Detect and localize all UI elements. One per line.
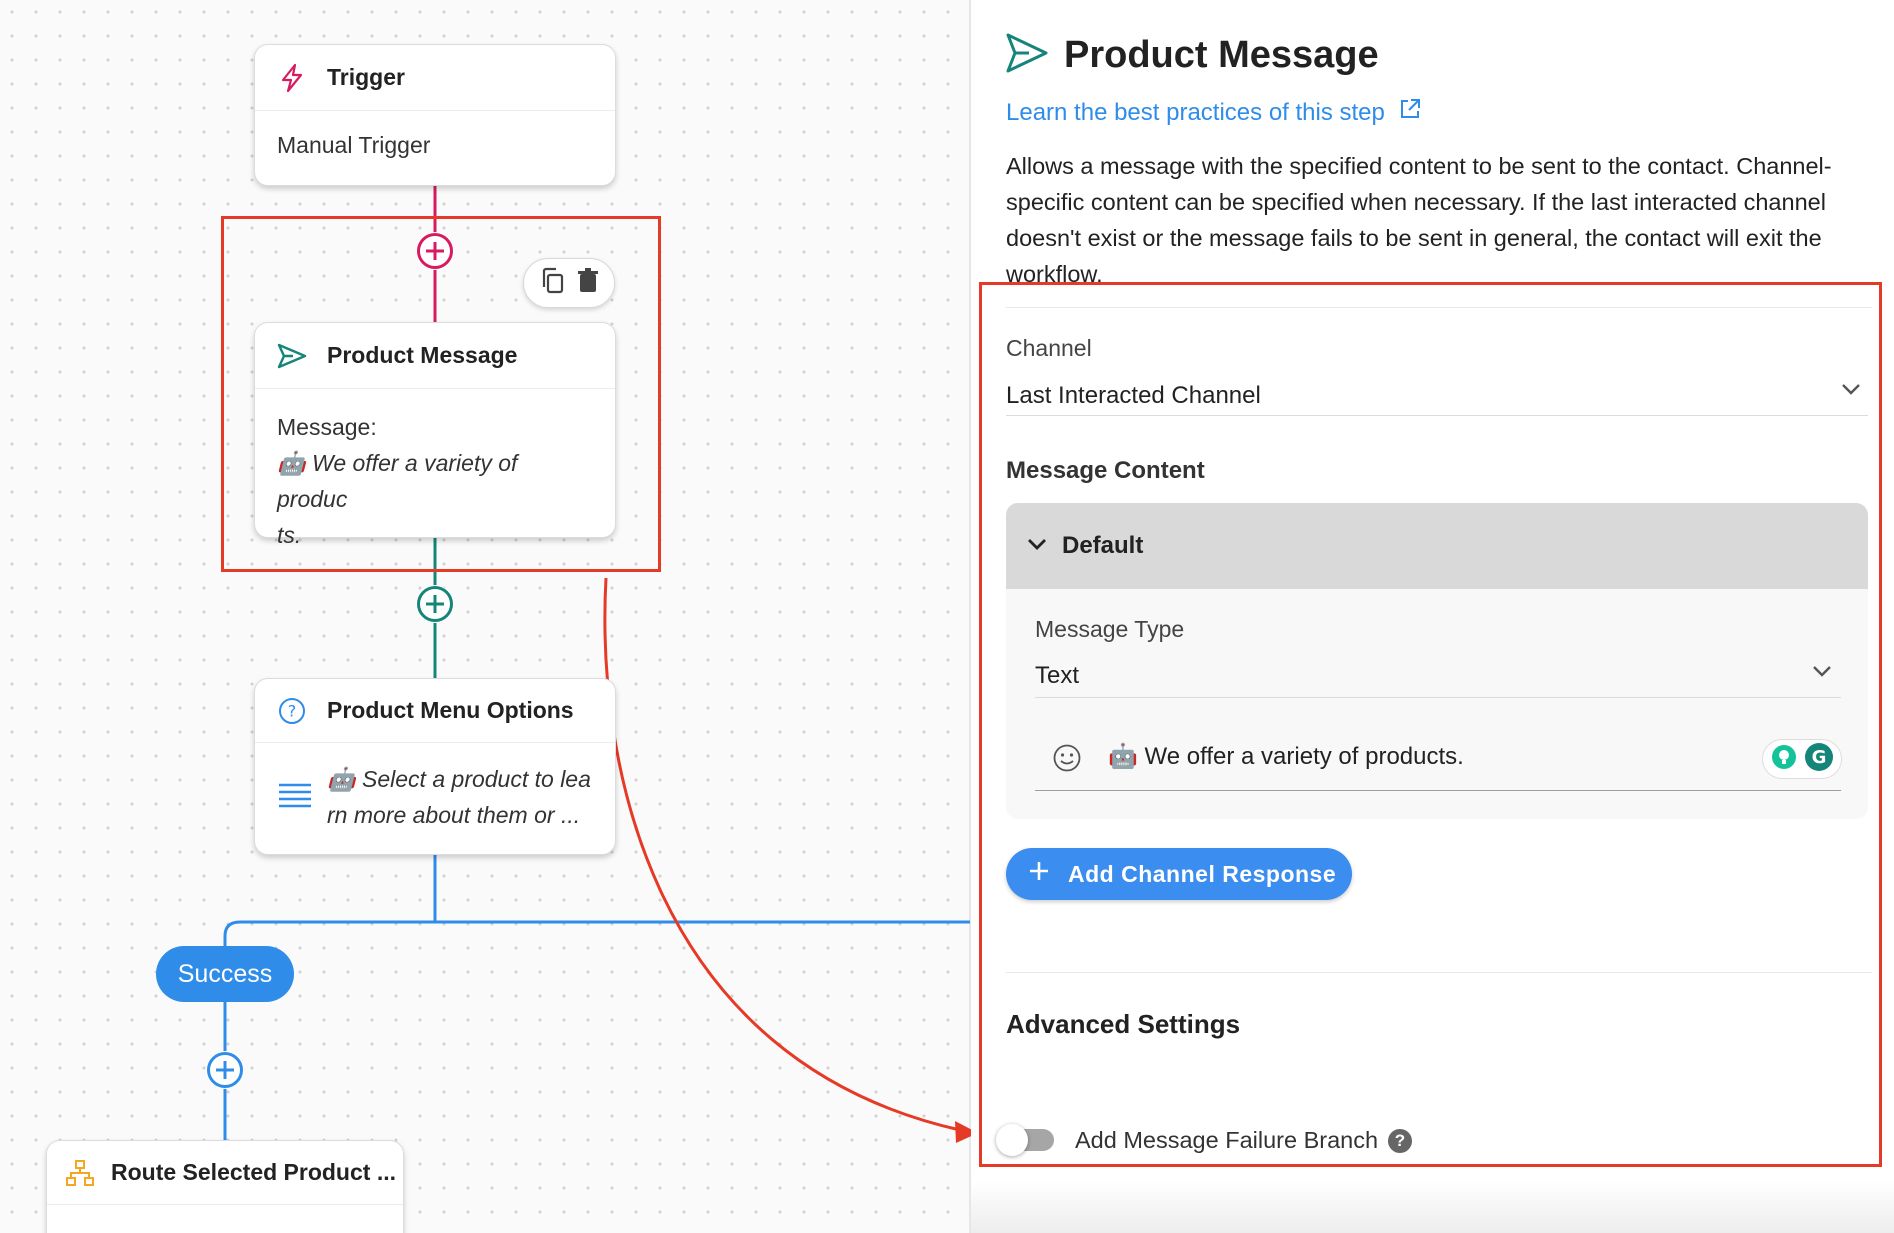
- hierarchy-icon: [63, 1156, 97, 1190]
- chevron-down-icon: [1026, 537, 1048, 556]
- svg-text:?: ?: [288, 701, 297, 720]
- panel-title: Product Message: [1064, 34, 1379, 76]
- grammarly-icon: G: [1804, 742, 1834, 777]
- chevron-down-icon: [1811, 664, 1833, 683]
- add-channel-response-label: Add Channel Response: [1068, 860, 1337, 887]
- message-text: 🤖 We offer a variety of products.: [1108, 743, 1464, 770]
- svg-text:G: G: [1812, 747, 1827, 768]
- channel-label: Channel: [1006, 335, 1092, 361]
- node-body: Manual Trigger: [277, 132, 431, 158]
- grammarly-widget[interactable]: G: [1762, 739, 1842, 779]
- add-step-button[interactable]: [206, 1051, 244, 1089]
- divider: [1006, 972, 1872, 973]
- chevron-down-icon: [1840, 382, 1862, 401]
- panel-divider: [969, 0, 971, 1233]
- panel-bottom-fade: [971, 1180, 1894, 1233]
- failure-branch-label: Add Message Failure Branch: [1075, 1127, 1379, 1153]
- plus-icon: [417, 586, 453, 622]
- help-icon[interactable]: ?: [1388, 1129, 1412, 1153]
- node-title: Product Message: [327, 342, 518, 368]
- product-message-node[interactable]: Product Message Message: 🤖 We offer a va…: [254, 322, 616, 548]
- node-body-text: 🤖 Select a product to lea: [327, 766, 591, 792]
- plus-icon: [1028, 860, 1050, 888]
- copy-icon[interactable]: [540, 267, 566, 300]
- learn-best-practices-link[interactable]: Learn the best practices of this step: [1006, 98, 1421, 127]
- external-link-icon: [1399, 98, 1421, 127]
- plus-icon: [207, 1052, 243, 1088]
- plus-icon: [417, 233, 453, 269]
- add-channel-response-button[interactable]: Add Channel Response: [1006, 848, 1352, 900]
- node-body-text: ts.: [277, 522, 302, 548]
- emoji-icon[interactable]: [1052, 743, 1082, 778]
- node-body-text: 🤖 We offer a variety of produc: [277, 450, 518, 512]
- send-icon: [275, 339, 309, 373]
- default-label: Default: [1062, 532, 1144, 559]
- default-section-header[interactable]: Default: [1006, 503, 1868, 589]
- message-type-value: Text: [1035, 662, 1080, 689]
- lightning-icon: [275, 61, 309, 95]
- message-type-select[interactable]: Text: [1035, 652, 1841, 698]
- question-circle-icon: ?: [275, 694, 309, 728]
- message-text-input[interactable]: [1035, 720, 1841, 791]
- route-node[interactable]: Route Selected Product ...: [46, 1140, 404, 1233]
- node-toolbar: [523, 258, 615, 308]
- channel-select[interactable]: Last Interacted Channel: [1006, 370, 1868, 416]
- success-branch-pill[interactable]: Success: [156, 946, 294, 1002]
- trigger-node[interactable]: Trigger Manual Trigger: [254, 44, 616, 186]
- trash-icon[interactable]: [577, 267, 599, 299]
- product-menu-node[interactable]: ? Product Menu Options 🤖 Select a produc…: [254, 678, 616, 855]
- node-body-text: rn more about them or ...: [327, 802, 581, 828]
- divider: [1006, 307, 1872, 308]
- list-icon: [277, 781, 313, 814]
- learn-link-text: Learn the best practices of this step: [1006, 98, 1385, 126]
- step-description: Allows a message with the specified cont…: [1006, 153, 1832, 287]
- node-title: Product Menu Options: [327, 697, 574, 723]
- default-content-section: Default: [1006, 503, 1868, 819]
- add-step-button[interactable]: [416, 585, 454, 623]
- add-step-button[interactable]: [416, 232, 454, 270]
- node-title: Trigger: [327, 64, 405, 90]
- advanced-settings-title: Advanced Settings: [1006, 1009, 1241, 1039]
- message-type-label: Message Type: [1035, 616, 1185, 642]
- failure-branch-toggle[interactable]: [996, 1124, 1058, 1156]
- node-body-label: Message:: [277, 414, 377, 440]
- node-title: Route Selected Product ...: [111, 1159, 396, 1185]
- send-icon: [1004, 30, 1050, 81]
- lightbulb-icon: [1770, 743, 1798, 776]
- message-content-label: Message Content: [1006, 457, 1205, 484]
- channel-value: Last Interacted Channel: [1006, 382, 1261, 409]
